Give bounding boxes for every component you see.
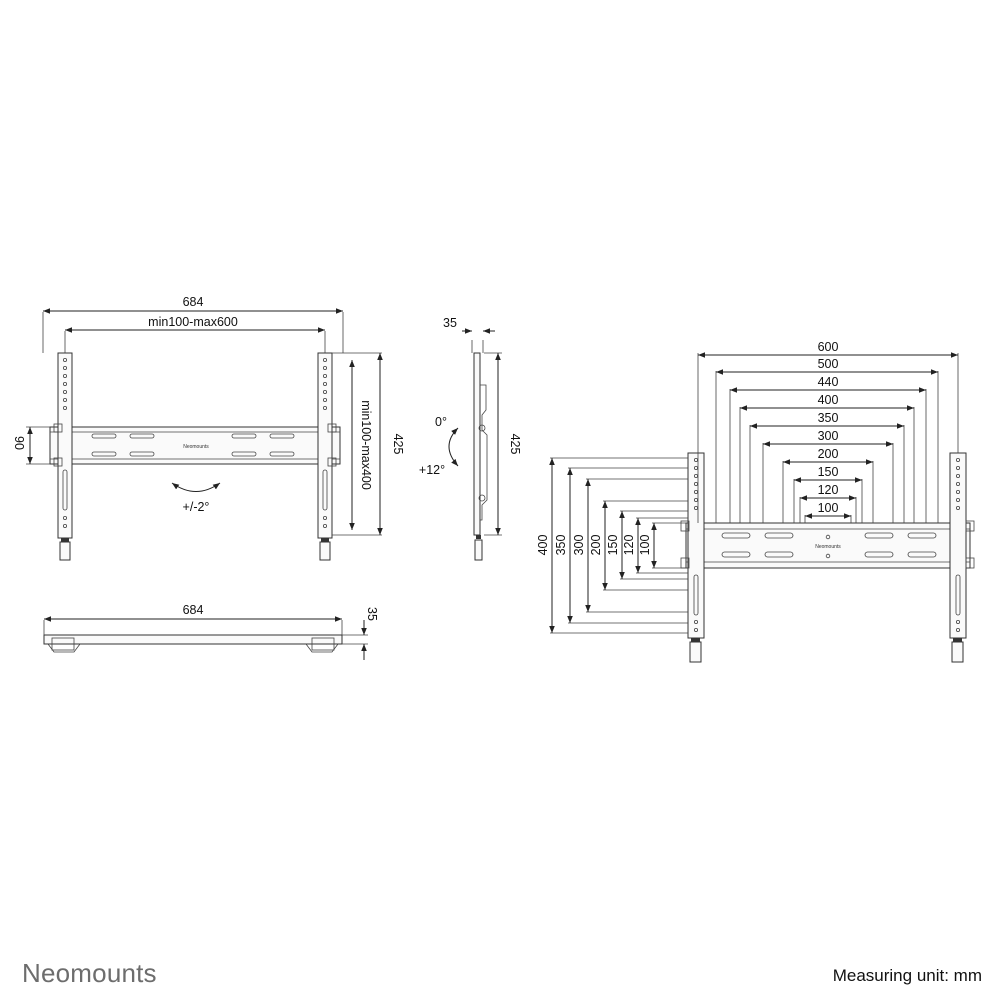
tilt-arrow-icon — [448, 427, 459, 467]
front-rail-label: 90 — [12, 436, 26, 450]
vesa-h-label-100: 100 — [818, 501, 839, 515]
vesa-h-label-400: 400 — [818, 393, 839, 407]
side-bracket — [473, 352, 481, 536]
tilt-min-label: 0° — [435, 415, 447, 429]
vesa-view: Neomounts 600 — [536, 340, 975, 663]
front-vertical-label: min100-max400 — [359, 400, 373, 490]
side-handle — [474, 539, 483, 561]
measuring-unit-label: Measuring unit: mm — [832, 966, 982, 985]
top-plate — [43, 634, 343, 645]
vesa-h-label-300: 300 — [818, 429, 839, 443]
vesa-wall-plate — [685, 522, 971, 569]
rotation-label: +/-2° — [183, 500, 210, 514]
vesa-v-label-200: 200 — [589, 535, 603, 556]
side-height-label: 425 — [508, 434, 522, 455]
vesa-v-label-150: 150 — [606, 535, 620, 556]
front-inner-width-label: min100-max600 — [148, 315, 238, 329]
vesa-v-label-400: 400 — [536, 535, 550, 556]
vesa-h-label-150: 150 — [818, 465, 839, 479]
rotation-arrow-icon — [171, 482, 221, 492]
front-height-label: 425 — [391, 434, 405, 455]
vesa-v-label-100: 100 — [638, 535, 652, 556]
footer-brand-logo: Neomounts — [22, 958, 157, 988]
vesa-h-label-440: 440 — [818, 375, 839, 389]
vesa-vertical-dimensions: 400 350 300 200 150 120 100 — [536, 457, 688, 634]
front-width-label: 684 — [183, 295, 204, 309]
top-depth-label: 35 — [365, 607, 379, 621]
vesa-h-label-200: 200 — [818, 447, 839, 461]
vesa-plate-brand: Neomounts — [815, 544, 841, 550]
vesa-left-handle — [689, 641, 702, 663]
vesa-h-label-120: 120 — [818, 483, 839, 497]
top-width-label: 684 — [183, 603, 204, 617]
tilt-max-label: +12° — [419, 463, 445, 477]
front-left-handle — [59, 541, 71, 561]
front-view: Neomounts 684 — [12, 295, 405, 561]
vesa-h-label-500: 500 — [818, 357, 839, 371]
vesa-plate-slots — [721, 532, 937, 559]
side-view: 35 425 0° +12° — [419, 316, 522, 561]
vesa-v-label-350: 350 — [554, 535, 568, 556]
vesa-h-label-600: 600 — [818, 340, 839, 354]
front-plate-slots — [91, 433, 295, 457]
vesa-right-handle — [951, 641, 964, 663]
vesa-right-bracket — [949, 452, 967, 639]
vesa-left-bracket — [687, 452, 705, 639]
front-wall-plate — [49, 426, 341, 465]
vesa-h-label-350: 350 — [818, 411, 839, 425]
vesa-v-label-300: 300 — [572, 535, 586, 556]
side-depth-label: 35 — [443, 316, 457, 330]
vesa-v-label-120: 120 — [622, 535, 636, 556]
front-right-handle — [319, 541, 331, 561]
top-view: 684 35 — [43, 603, 379, 660]
vesa-horizontal-dimensions: 600 500 440 400 350 300 200 150 — [697, 340, 959, 523]
front-plate-brand: Neomounts — [183, 444, 209, 450]
